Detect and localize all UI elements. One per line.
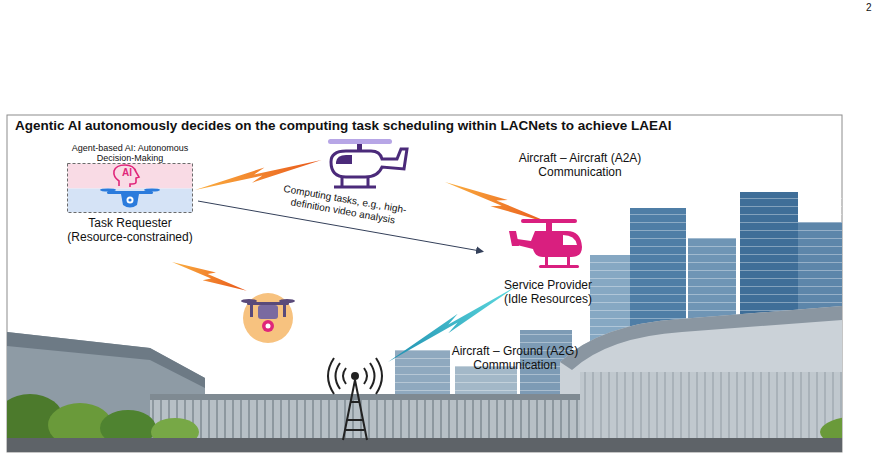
node-text: Agent-based AI: Autonomous Decision-Maki… <box>70 143 190 164</box>
annotation-label: AI <box>116 167 138 179</box>
annotation-label: Aircraft – Ground (A2G) Communication <box>445 345 585 373</box>
helicopter-icon <box>483 215 613 275</box>
annotation-label: Aircraft – Aircraft (A2A) Communication <box>505 152 655 180</box>
figure-frame <box>7 115 842 452</box>
figure-title: Agentic AI autonomously decides on the c… <box>15 118 672 134</box>
antenna-tower <box>328 358 382 440</box>
node-text: Service Provider (Idle Resources) <box>496 279 601 307</box>
node-box: Agent-based AI: Autonomous Decision-Maki… <box>62 143 198 235</box>
relay-helicopter <box>328 139 407 187</box>
helper-drone <box>241 293 295 343</box>
city-background <box>7 192 842 452</box>
node-box: Service Provider (Idle Resources) <box>483 215 613 311</box>
lightning-bolts <box>170 154 555 367</box>
annotation-label: 2 <box>866 2 882 14</box>
node-text: Task Requester (Resource-constrained) <box>62 217 198 245</box>
